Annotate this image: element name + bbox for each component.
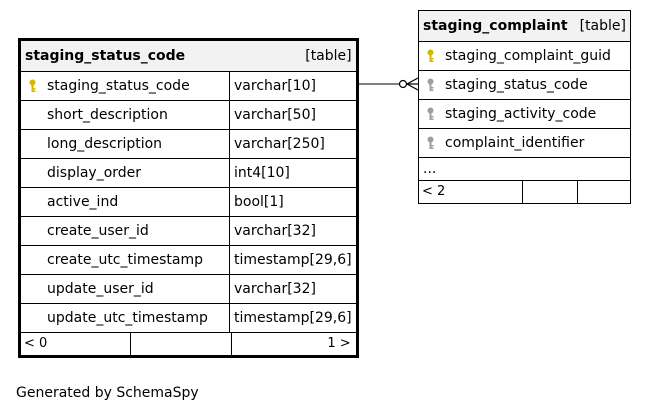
- table-header: staging_status_code [table]: [19, 39, 358, 72]
- column-row: staging_activity_code: [418, 99, 631, 129]
- column-name: create_utc_timestamp: [47, 252, 204, 268]
- foreign-key-icon: [426, 107, 435, 121]
- column-row: display_order int4[10]: [19, 158, 358, 188]
- foreign-key-icon: [426, 78, 435, 92]
- table-type: [table]: [305, 48, 352, 64]
- column-row: short_description varchar[50]: [19, 100, 358, 130]
- table-header: staging_complaint [table]: [418, 10, 631, 42]
- column-type: varchar[32]: [229, 274, 358, 304]
- foreign-key-icon: [426, 136, 435, 150]
- column-type: timestamp[29,6]: [229, 303, 358, 333]
- table-type: [table]: [579, 18, 626, 34]
- table-staging-complaint[interactable]: staging_complaint [table] staging_complai…: [418, 10, 631, 204]
- column-type: bool[1]: [229, 187, 358, 217]
- column-row: active_ind bool[1]: [19, 187, 358, 217]
- primary-key-icon: [426, 49, 435, 63]
- column-row: staging_status_code varchar[10]: [19, 71, 358, 101]
- table-name: staging_status_code: [25, 48, 186, 64]
- column-name: long_description: [47, 136, 163, 152]
- column-row: staging_complaint_guid: [418, 41, 631, 71]
- table-staging-status-code[interactable]: staging_status_code [table] staging_statu…: [18, 38, 359, 358]
- column-row: complaint_identifier: [418, 128, 631, 158]
- primary-key-icon: [28, 79, 37, 93]
- column-type: timestamp[29,6]: [229, 245, 358, 275]
- children-count: < 0: [21, 333, 131, 355]
- column-type: varchar[50]: [229, 100, 358, 130]
- column-name: update_user_id: [47, 281, 154, 297]
- generated-by-label: Generated by SchemaSpy: [16, 385, 199, 401]
- column-type: varchar[250]: [229, 129, 358, 159]
- column-name: display_order: [47, 165, 142, 181]
- more-columns-row: ...: [418, 157, 631, 181]
- column-type: int4[10]: [229, 158, 358, 188]
- column-row: staging_status_code: [418, 70, 631, 100]
- children-count: < 2: [420, 181, 523, 203]
- column-row: long_description varchar[250]: [19, 129, 358, 159]
- column-row: update_user_id varchar[32]: [19, 274, 358, 304]
- column-name: short_description: [47, 107, 168, 123]
- table-name: staging_complaint: [423, 18, 568, 34]
- column-name: update_utc_timestamp: [47, 310, 208, 326]
- column-name: staging_activity_code: [445, 106, 597, 122]
- column-name: staging_status_code: [445, 77, 588, 93]
- table-footer: < 2: [418, 180, 631, 204]
- column-name: active_ind: [47, 194, 119, 210]
- parents-count: 1 >: [327, 336, 351, 351]
- column-row: create_user_id varchar[32]: [19, 216, 358, 246]
- column-type: varchar[10]: [229, 71, 358, 101]
- column-name: staging_status_code: [47, 78, 190, 94]
- table-footer: < 0 1 >: [19, 332, 358, 357]
- column-name: complaint_identifier: [445, 135, 585, 151]
- column-type: varchar[32]: [229, 216, 358, 246]
- column-name: create_user_id: [47, 223, 149, 239]
- column-row: update_utc_timestamp timestamp[29,6]: [19, 303, 358, 333]
- column-name: staging_complaint_guid: [445, 48, 611, 64]
- column-row: create_utc_timestamp timestamp[29,6]: [19, 245, 358, 275]
